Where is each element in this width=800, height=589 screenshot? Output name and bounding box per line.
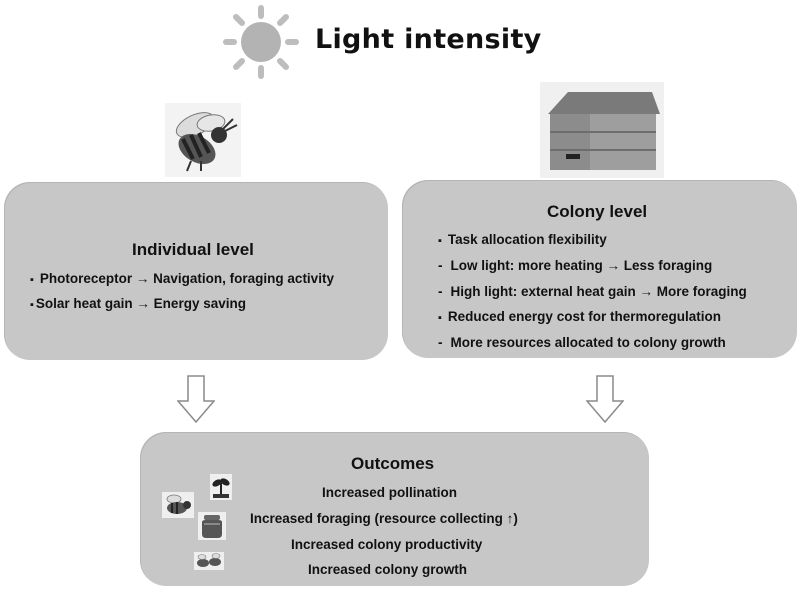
beehive-icon (540, 82, 664, 178)
honey-pot-icon (198, 512, 226, 540)
outcome-item-3: Increased colony productivity (291, 537, 483, 552)
individual-level-box: Individual level ▪Photoreceptor → Naviga… (4, 182, 388, 360)
colony-item-4: ▪Reduced energy cost for thermoregulatio… (438, 309, 721, 324)
colony-item-1: ▪Task allocation flexibility (438, 232, 607, 247)
bees-icon (194, 552, 224, 570)
diagram-title: Light intensity (315, 24, 542, 55)
sprout-icon (210, 474, 232, 500)
bee-small-icon (162, 492, 194, 518)
sun-icon (223, 5, 299, 79)
outcome-item-1: Increased pollination (322, 485, 458, 500)
individual-level-heading: Individual level (132, 240, 254, 259)
colony-level-box: Colony level ▪Task allocation flexibilit… (402, 180, 797, 358)
colony-level-heading: Colony level (547, 202, 648, 221)
individual-item-2: ▪Solar heat gain → Energy saving (30, 296, 246, 311)
individual-item-1: ▪Photoreceptor → Navigation, foraging ac… (30, 271, 334, 286)
outcome-item-4: Increased colony growth (308, 562, 468, 577)
colony-item-5: -More resources allocated to colony grow… (438, 335, 726, 350)
outcome-item-2: Increased foraging (resource collecting … (250, 511, 518, 526)
bee-icon (165, 103, 241, 177)
colony-item-3: -High light: external heat gain → More f… (438, 284, 747, 299)
down-arrow-icon (177, 375, 215, 423)
outcomes-heading: Outcomes (351, 454, 435, 473)
down-arrow-icon (586, 375, 624, 423)
colony-item-2: -Low light: more heating → Less foraging (438, 258, 713, 273)
outcomes-box: Outcomes Increased pollination Increased… (140, 432, 649, 586)
